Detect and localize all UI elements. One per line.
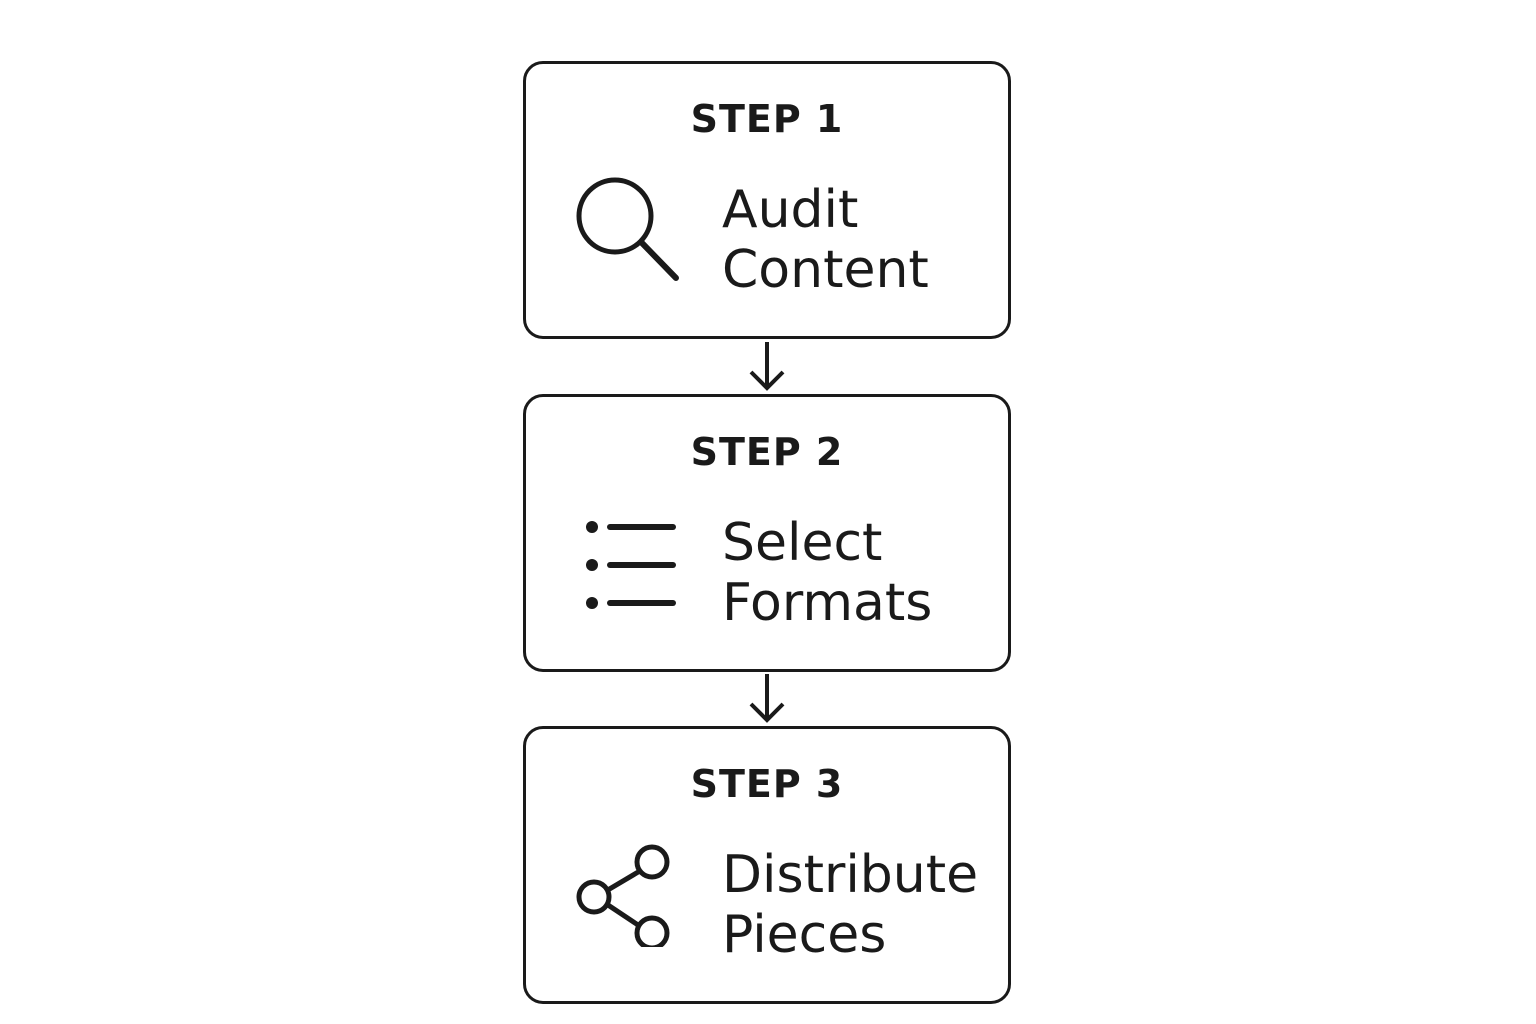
step-2-title: Select Formats xyxy=(722,513,932,633)
search-icon xyxy=(574,172,684,282)
step-2-box: STEP 2 Select Formats xyxy=(523,394,1011,672)
step-1-title: Audit Content xyxy=(722,180,929,300)
step-1-label: STEP 1 xyxy=(690,97,844,141)
step-1-title-line2: Content xyxy=(722,240,929,300)
step-3-box: STEP 3 Distribute Pieces xyxy=(523,726,1011,1004)
arrow-down-icon xyxy=(742,342,792,394)
step-3-title-line2: Pieces xyxy=(722,905,887,965)
step-3-label: STEP 3 xyxy=(690,762,844,806)
step-2-title-line1: Select xyxy=(722,513,883,573)
step-1-box: STEP 1 Audit Content xyxy=(523,61,1011,339)
list-icon xyxy=(574,505,684,615)
step-2-label: STEP 2 xyxy=(690,430,844,474)
step-3-title-line1: Distribute xyxy=(722,845,979,905)
share-icon xyxy=(574,837,684,951)
arrow-down-icon xyxy=(742,674,792,726)
step-1-title-line1: Audit xyxy=(722,180,859,240)
step-2-title-line2: Formats xyxy=(722,573,933,633)
step-3-title: Distribute Pieces xyxy=(722,845,978,965)
